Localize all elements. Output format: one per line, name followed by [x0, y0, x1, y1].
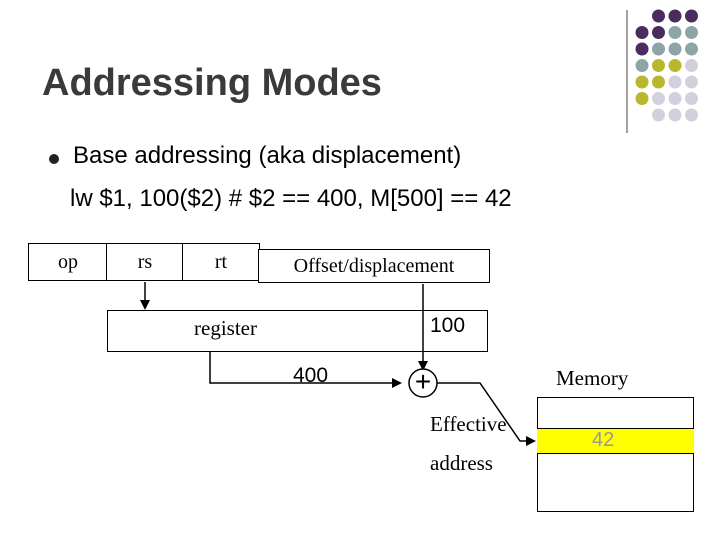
- decor-dot: [685, 9, 698, 23]
- offset-value: 100: [430, 314, 466, 337]
- decor-dot: [685, 108, 698, 122]
- decor-dot: [668, 42, 682, 56]
- decor-dot: [652, 108, 665, 122]
- decor-dot: [635, 75, 649, 89]
- decor-dot: [652, 59, 665, 72]
- field-offset-label: Offset/displacement: [293, 255, 455, 277]
- register-label: register: [194, 316, 257, 340]
- register-value: 400: [293, 364, 329, 387]
- adder-plus-icon: +: [414, 366, 432, 397]
- decor-dot: [652, 42, 665, 56]
- effective-label: Effective: [430, 412, 507, 436]
- decor-dot: [635, 92, 649, 105]
- memory-box: [537, 397, 694, 512]
- decor-dot: [685, 75, 698, 89]
- decor-dot: [668, 92, 682, 105]
- field-rs: rs: [106, 243, 184, 281]
- decor-dot: [668, 9, 682, 23]
- decor-dot: [652, 92, 665, 105]
- field-op-label: op: [58, 251, 78, 273]
- decor-dot: [685, 42, 698, 56]
- example-instruction: lw $1, 100($2) # $2 == 400, M[500] == 42: [70, 185, 512, 212]
- decor-dot: [668, 26, 682, 39]
- decor-dot: [685, 26, 698, 39]
- decor-dot: [685, 59, 698, 72]
- memory-highlighted-cell: [537, 428, 694, 454]
- memory-label: Memory: [556, 366, 629, 390]
- memory-value: 42: [592, 429, 615, 451]
- decor-dot: [635, 42, 649, 56]
- decor-dot: [635, 26, 649, 39]
- field-op: op: [28, 243, 108, 281]
- adder-to-memory-arrow: [437, 382, 536, 446]
- decor-dot: [668, 108, 682, 122]
- address-label: address: [430, 451, 493, 475]
- decor-dot: [652, 26, 665, 39]
- decor-dot: [668, 75, 682, 89]
- field-rt-label: rt: [214, 251, 228, 273]
- field-rs-label: rs: [137, 251, 153, 273]
- decor-dot: [635, 59, 649, 72]
- decor-dot: [652, 75, 665, 89]
- register-file-box: [107, 310, 488, 352]
- decor-dot: [668, 59, 682, 72]
- bullet-point-icon: [49, 154, 59, 164]
- field-rt: rt: [182, 243, 260, 281]
- field-offset: Offset/displacement: [258, 249, 490, 283]
- decor-dot: [652, 9, 665, 23]
- slide-title: Addressing Modes: [42, 62, 382, 104]
- decor-dot: [685, 92, 698, 105]
- register-to-adder-arrow: [209, 352, 402, 388]
- bullet-text: Base addressing (aka displacement): [73, 142, 462, 169]
- decorative-dot-grid: [626, 9, 698, 133]
